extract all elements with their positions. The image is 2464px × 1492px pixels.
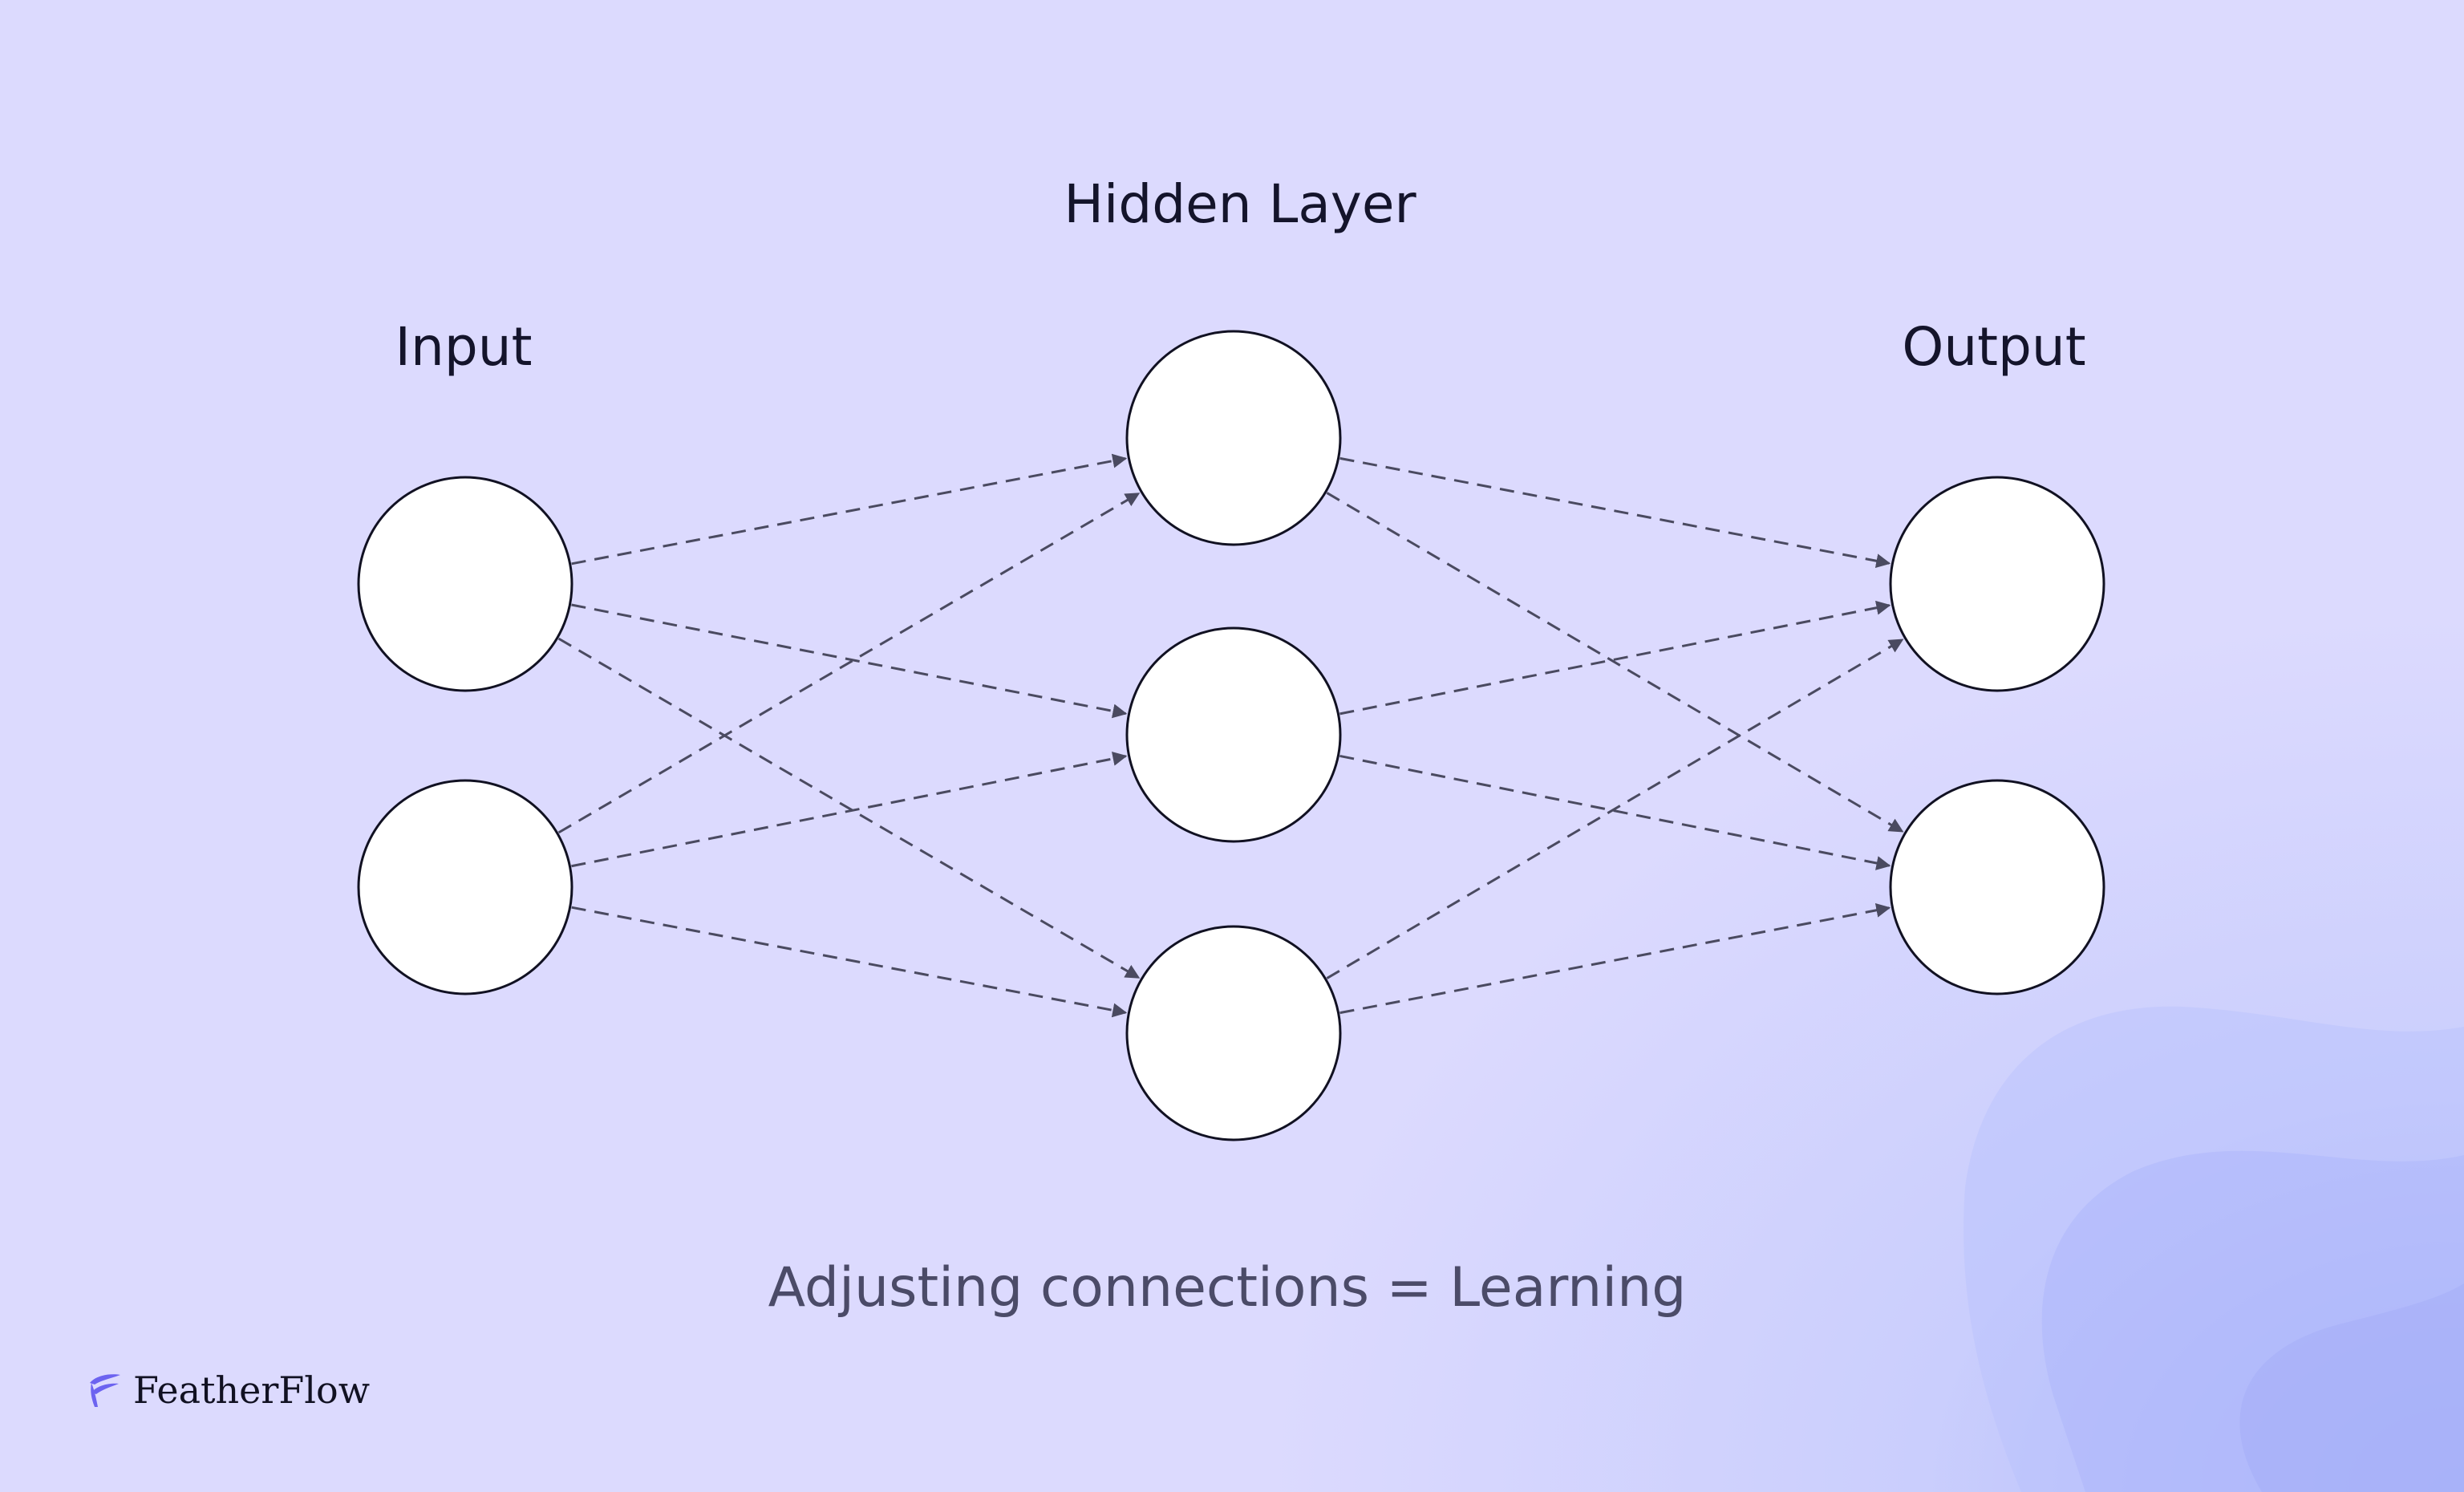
connection-input-1-to-hidden-3 <box>557 637 1141 979</box>
connections <box>557 453 1904 1018</box>
connection-input-2-to-hidden-3 <box>571 906 1128 1018</box>
connection-input-2-to-hidden-1 <box>557 492 1141 834</box>
hidden-node-1 <box>1125 330 1342 546</box>
connection-hidden-2-to-output-1 <box>1339 600 1891 716</box>
hidden-node-2 <box>1125 626 1342 843</box>
connection-hidden-1-to-output-2 <box>1326 492 1904 833</box>
connection-hidden-2-to-output-2 <box>1339 754 1891 870</box>
connection-hidden-3-to-output-2 <box>1339 902 1891 1015</box>
input-node-2 <box>357 779 573 995</box>
output-node-2 <box>1889 779 2105 995</box>
nodes <box>357 330 2105 1141</box>
feather-icon <box>90 1374 120 1407</box>
connection-input-1-to-hidden-1 <box>571 453 1128 566</box>
output-node-1 <box>1889 476 2105 692</box>
brand-name: FeatherFlow <box>133 1368 371 1412</box>
output-layer-label: Output <box>1902 316 2086 378</box>
hidden-layer-label: Hidden Layer <box>1064 173 1416 235</box>
connection-input-1-to-hidden-2 <box>571 603 1128 719</box>
connection-hidden-3-to-output-1 <box>1326 639 1904 979</box>
input-node-1 <box>357 476 573 692</box>
connection-hidden-1-to-output-1 <box>1339 456 1891 569</box>
input-layer-label: Input <box>395 316 533 378</box>
caption: Adjusting connections = Learning <box>768 1256 1687 1320</box>
brand-logo: FeatherFlow <box>87 1372 370 1409</box>
hidden-node-3 <box>1125 925 1342 1141</box>
connection-input-2-to-hidden-2 <box>571 751 1128 868</box>
